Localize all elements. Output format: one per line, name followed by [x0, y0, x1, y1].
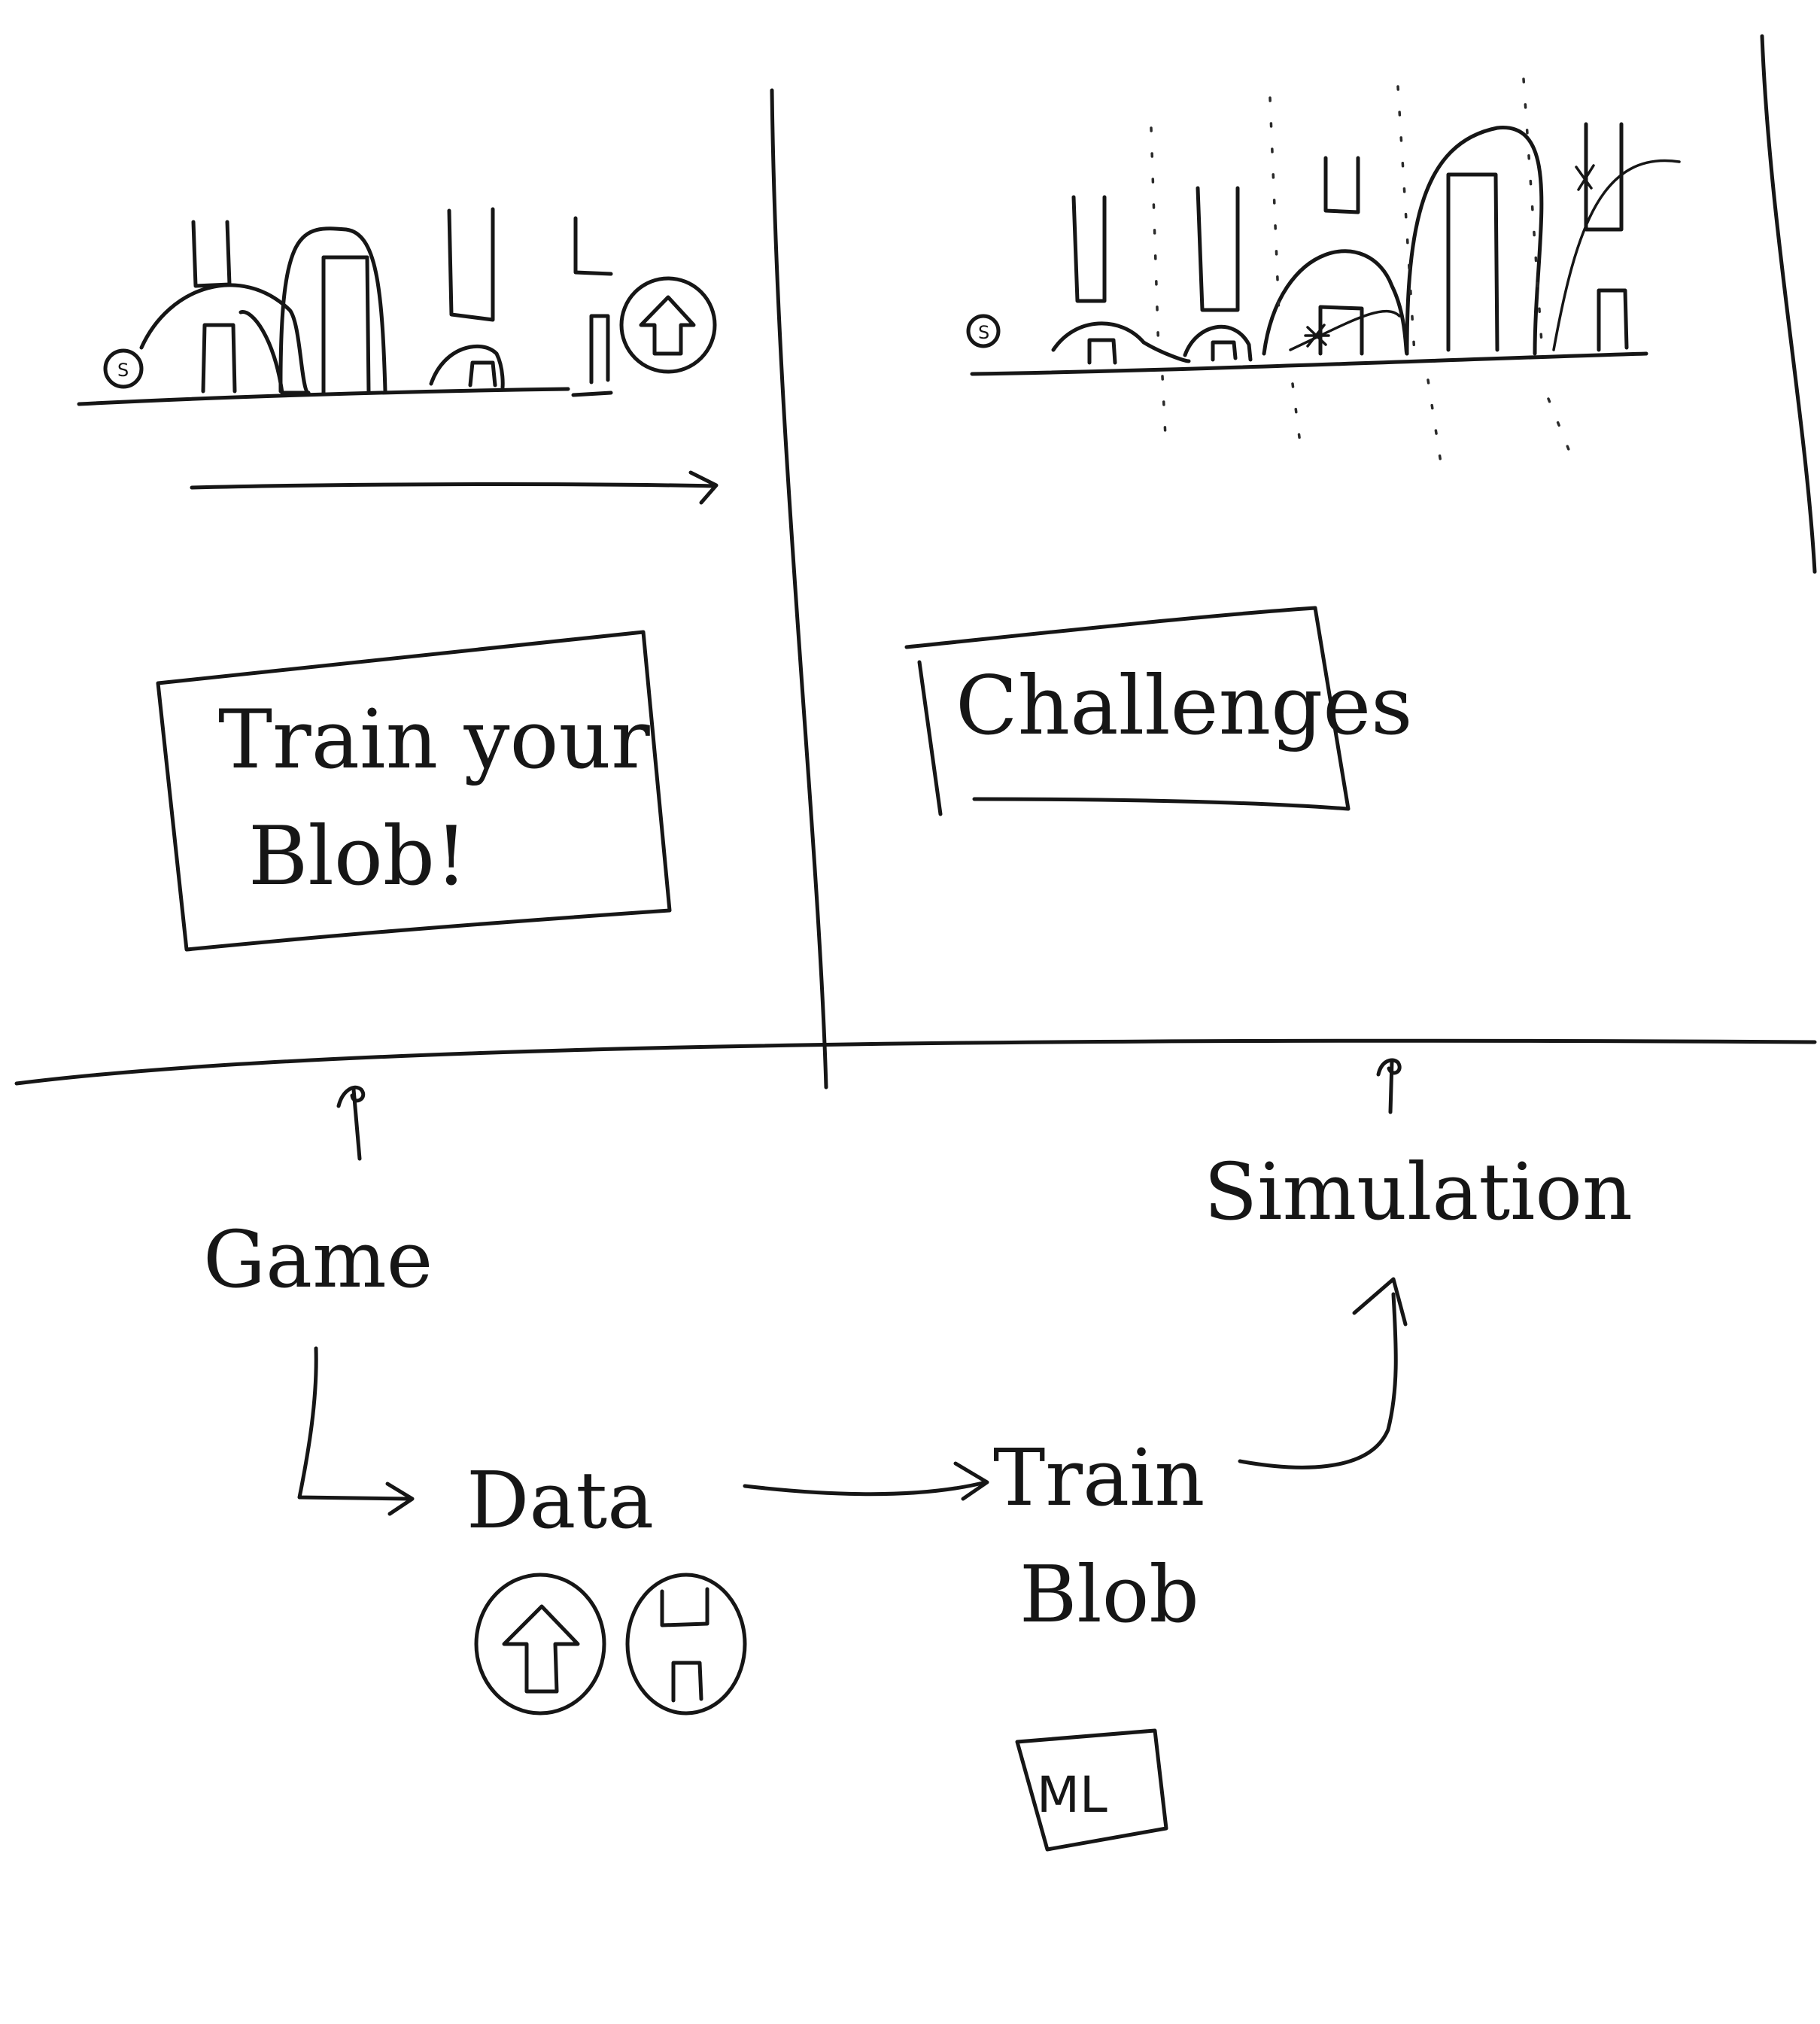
sim-trail-8	[1547, 397, 1574, 460]
hill-obstacle	[139, 283, 311, 395]
ml-box-label: ML	[1037, 1766, 1107, 1824]
sim-hill-2	[1183, 324, 1253, 362]
ground-line	[77, 387, 570, 406]
ceiling-pillar	[191, 220, 232, 288]
small-hill-door	[468, 360, 497, 387]
blob-icon: S	[103, 348, 144, 389]
crash-mark	[1575, 164, 1595, 191]
game-pointer-arrow	[336, 1085, 366, 1161]
game-node-label: Game	[203, 1214, 433, 1305]
hurdle-data-icon	[625, 1573, 747, 1716]
sim-trail-7	[1427, 378, 1442, 464]
sim-trail-5	[1161, 375, 1168, 453]
sim-hill-1	[1051, 321, 1191, 363]
sim-blob-icon: S	[966, 314, 1001, 348]
sim-ceiling-pillar-2	[1196, 186, 1240, 312]
sim-ceiling-pillar-1	[1071, 195, 1107, 303]
small-hill	[429, 344, 505, 390]
blob-trajectory	[1289, 159, 1681, 351]
data-to-train-arrow	[743, 1480, 988, 1497]
train-to-simulation-arrow	[1238, 1292, 1398, 1469]
up-arrow-icon	[619, 276, 717, 374]
sim-small-post	[1597, 288, 1629, 352]
simulation-node-label: Simulation	[1204, 1146, 1633, 1238]
ml-model-box: ML	[1015, 1728, 1168, 1852]
sim-tall-arch-door	[1446, 172, 1499, 352]
train-node-label-line2: Blob	[1019, 1548, 1199, 1640]
sim-arch-big	[1262, 249, 1409, 356]
sim-trail-1	[1150, 126, 1160, 355]
challenges-label: Challenges	[956, 659, 1413, 753]
collision-mark	[1304, 324, 1330, 348]
progress-arrow	[190, 482, 717, 490]
sim-hill-2-door	[1211, 340, 1238, 362]
up-arrow-data-icon	[474, 1573, 606, 1716]
train-your-blob-label-line1: Train your	[218, 693, 650, 787]
progress-arrow-head	[688, 470, 719, 505]
sim-ground-line	[970, 351, 1648, 376]
sim-arch-big-door	[1318, 305, 1364, 356]
train-your-blob-button[interactable]: Train your Blob!	[156, 630, 672, 952]
ceiling-hook-2	[573, 216, 613, 276]
ceiling-hook-1	[447, 207, 495, 322]
game-level-scene: S	[77, 207, 719, 505]
small-post	[589, 314, 610, 384]
sim-trail-6	[1291, 382, 1303, 457]
panel-divider-vertical-left	[770, 88, 828, 1089]
sim-hill-1-door	[1087, 338, 1117, 365]
sim-trail-4	[1522, 77, 1544, 355]
simulation-pointer-arrow	[1376, 1058, 1402, 1114]
blob-mark: S	[117, 360, 129, 381]
train-node-label-line1: Train	[993, 1432, 1205, 1524]
sim-ceiling-pillar-3	[1323, 156, 1360, 214]
hill-door	[201, 323, 237, 394]
sim-tall-arch	[1405, 126, 1544, 356]
train-to-simulation-arrowhead	[1352, 1277, 1408, 1327]
simulation-level-scene: S	[966, 77, 1681, 464]
panel-divider-horizontal	[14, 1038, 1817, 1086]
panel-divider-vertical-right	[1760, 34, 1817, 574]
train-your-blob-label-line2: Blob!	[248, 810, 467, 904]
ground-line-right	[571, 391, 613, 397]
sim-blob-mark: S	[978, 322, 989, 343]
game-to-data-arrow	[297, 1346, 412, 1501]
arch-door	[321, 255, 371, 395]
arch-obstacle	[278, 226, 387, 394]
game-to-data-arrowhead	[385, 1482, 415, 1516]
challenges-button[interactable]: Challenges	[904, 606, 1413, 816]
data-node-label: Data	[466, 1454, 654, 1546]
data-to-train-arrowhead	[953, 1461, 989, 1501]
sim-trail-2	[1269, 96, 1281, 318]
